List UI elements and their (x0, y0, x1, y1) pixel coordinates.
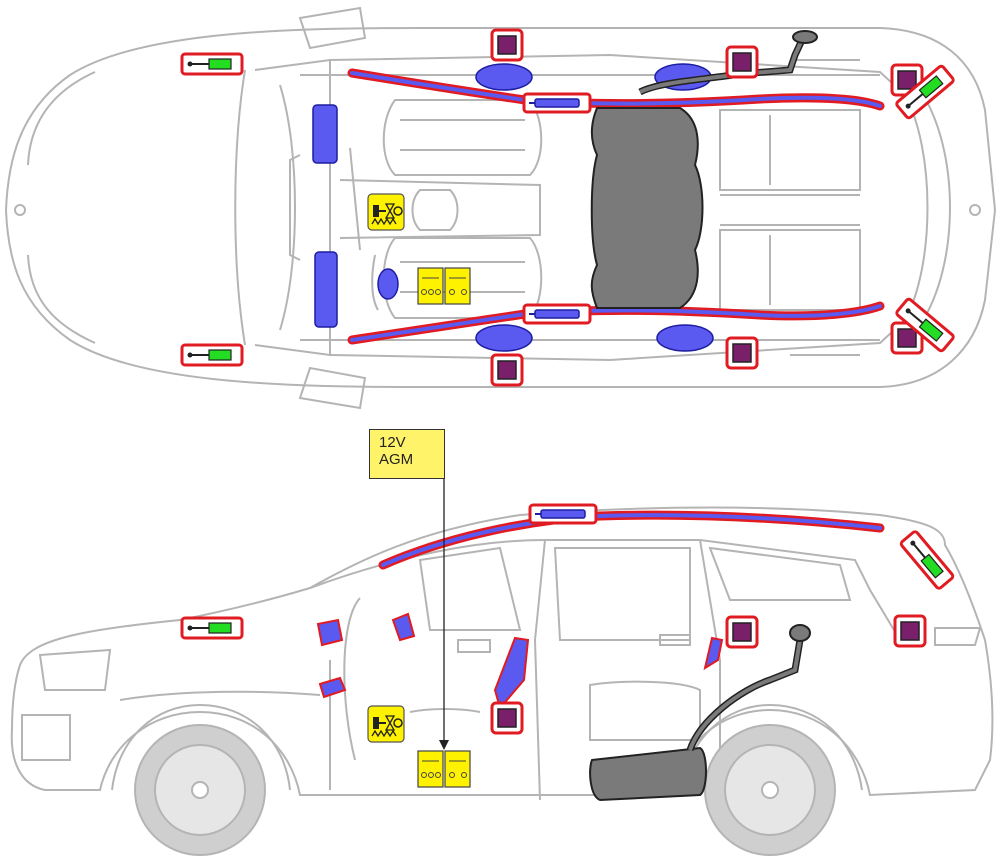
knee-airbag-side-icon (318, 676, 347, 699)
steering-airbag-icon (391, 612, 416, 642)
callout-line-1: 12V (379, 434, 406, 451)
driver-airbag-icon (316, 618, 344, 647)
pretensioner-icon (367, 705, 405, 743)
battery-icon (417, 750, 471, 788)
sensor-icon (725, 336, 759, 370)
gas-generator-roof-icon (528, 503, 598, 525)
sensor-icon (725, 45, 759, 79)
driver-knee-airbag-icon (312, 104, 338, 164)
sensor-icon (490, 701, 524, 735)
rear-side-airbag-right-icon (656, 324, 714, 352)
inflator-icon (898, 529, 956, 591)
curtain-airbag-top-right (347, 301, 885, 345)
callout-line-2: AGM (379, 451, 414, 468)
front-side-airbag-right-icon (475, 324, 533, 352)
seat-side-airbag-icon (493, 636, 530, 711)
callout-arrow-icon (439, 740, 449, 750)
fuel-tank-icon (590, 107, 704, 309)
passenger-knee-airbag-icon (377, 268, 399, 300)
gas-generator-top-left-icon (522, 92, 592, 114)
sensor-icon (490, 353, 524, 387)
front-wheel (134, 724, 266, 856)
passenger-airbag-icon (314, 251, 338, 328)
rear-wheel (704, 724, 836, 856)
battery-callout: 12V AGM (369, 429, 445, 479)
fuel-filler-side-icon (789, 624, 811, 642)
curtain-airbag-top-left (347, 68, 885, 111)
sensor-icon (725, 615, 759, 649)
fuel-tank-side-icon (589, 746, 707, 802)
rear-seat-airbag-icon (703, 636, 724, 671)
inflator-icon (180, 616, 244, 640)
sensor-icon (490, 28, 524, 62)
pretensioner-icon (367, 193, 405, 231)
battery-icon (417, 267, 471, 305)
side-view (10, 503, 994, 856)
fuel-filler-icon (792, 30, 818, 44)
gas-generator-top-right-icon (522, 303, 592, 325)
front-side-airbag-left-icon (475, 63, 533, 91)
top-view (4, 6, 997, 410)
sensor-icon (893, 614, 927, 648)
inflator-icon (180, 343, 244, 367)
curtain-airbag-side (378, 510, 885, 570)
inflator-icon (180, 52, 244, 76)
side-view-outline (10, 506, 994, 801)
